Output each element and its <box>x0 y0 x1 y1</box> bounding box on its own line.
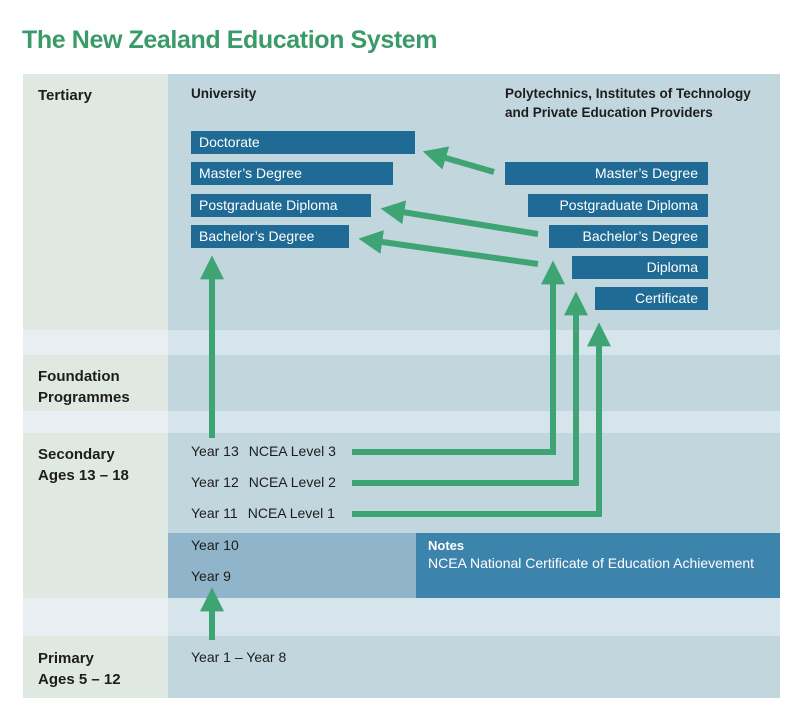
spacer-band <box>23 411 168 433</box>
section-label-line: Secondary <box>38 446 115 463</box>
section-label-primary: Primary Ages 5 – 12 <box>38 648 121 690</box>
secondary-year-row: Year 11 NCEA Level 1 <box>191 505 335 521</box>
polytechnic-qualification-masters: Master’s Degree <box>505 162 708 185</box>
university-qualification-bachelors: Bachelor’s Degree <box>191 225 349 248</box>
column-heading-university: University <box>191 86 257 101</box>
year-label-year-9: Year 9 <box>191 568 231 584</box>
section-label-line: Programmes <box>38 389 130 406</box>
spacer-band <box>23 330 168 355</box>
primary-band-label-area <box>23 636 168 698</box>
university-qualification-postgraduate-diploma: Postgraduate Diploma <box>191 194 371 217</box>
secondary-year-row: Year 13 NCEA Level 3 <box>191 443 336 459</box>
polytechnic-qualification-postgraduate-diploma: Postgraduate Diploma <box>528 194 708 217</box>
notes-title: Notes <box>428 538 465 553</box>
ncea-level-label: NCEA Level 3 <box>248 443 336 459</box>
ncea-level-label: NCEA Level 2 <box>248 474 336 490</box>
university-qualification-doctorate: Doctorate <box>191 131 415 154</box>
section-label-line: Ages 13 – 18 <box>38 467 129 484</box>
page-title: The New Zealand Education System <box>22 26 438 54</box>
year-label: Year 13 <box>191 443 239 459</box>
foundation-band-label-area <box>23 355 168 411</box>
polytechnic-qualification-certificate: Certificate <box>595 287 708 310</box>
secondary-band-label-area <box>23 433 168 598</box>
year-label-year-10: Year 10 <box>191 537 239 553</box>
section-label-line: Foundation <box>38 368 120 385</box>
section-label-tertiary: Tertiary <box>38 87 92 104</box>
spacer-band <box>168 330 780 355</box>
spacer-band <box>23 598 168 636</box>
ncea-level-label: NCEA Level 1 <box>247 505 335 521</box>
section-label-line: Primary <box>38 650 94 667</box>
column-heading-line: Polytechnics, Institutes of Technology <box>505 86 751 101</box>
polytechnic-qualification-diploma: Diploma <box>572 256 708 279</box>
tertiary-band-label-area <box>23 74 168 330</box>
year-label: Year 12 <box>191 474 239 490</box>
section-label-secondary: Secondary Ages 13 – 18 <box>38 444 129 486</box>
university-qualification-masters: Master’s Degree <box>191 162 393 185</box>
spacer-band <box>168 598 780 636</box>
column-heading-polytechnics: Polytechnics, Institutes of Technology a… <box>505 84 751 122</box>
year-label: Year 11 <box>191 505 238 521</box>
year-label-primary: Year 1 – Year 8 <box>191 649 287 665</box>
notes-body: NCEA National Certificate of Education A… <box>428 555 755 571</box>
spacer-band <box>168 411 780 433</box>
section-label-foundation: Foundation Programmes <box>38 366 130 408</box>
lower-years-band <box>168 533 416 598</box>
primary-band <box>168 636 780 698</box>
polytechnic-qualification-bachelors: Bachelor’s Degree <box>549 225 708 248</box>
foundation-band <box>168 355 780 411</box>
section-label-line: Ages 5 – 12 <box>38 671 121 688</box>
column-heading-line: and Private Education Providers <box>505 105 713 120</box>
secondary-year-row: Year 12 NCEA Level 2 <box>191 474 336 490</box>
notes-box: Notes NCEA National Certificate of Educa… <box>416 533 780 598</box>
